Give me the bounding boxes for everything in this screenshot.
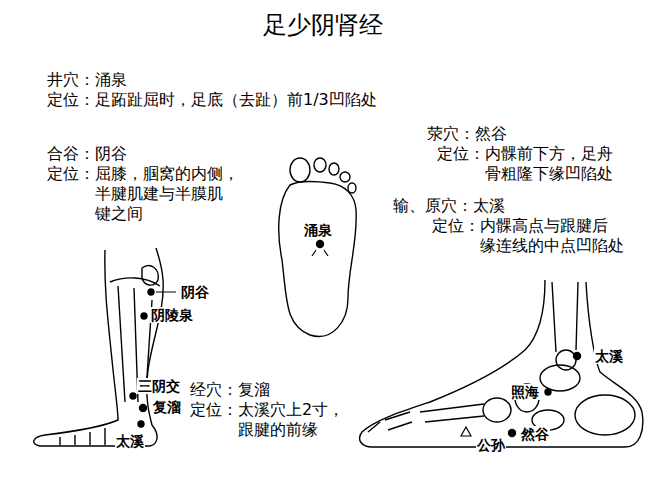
point-label: 三阴交 [137,378,181,394]
point-label: 阴谷 [180,284,210,300]
leg-figure [34,248,176,446]
point-label: 然谷 [520,426,550,442]
point-label: 太溪 [115,433,145,449]
point-label: 公孙 [476,437,506,453]
point-label: 复溜 [152,399,182,415]
point-label: 阴陵泉 [150,307,194,323]
point-heading: 井穴：涌泉 [47,70,127,90]
point-heading: 荥穴：然谷 [427,124,507,144]
sole-figure [279,158,357,336]
point-label: 照海 [510,384,540,400]
foot-figure [360,280,643,447]
point-heading: 经穴：复溜 [190,380,270,400]
location-note: 定位：内髁高点与跟腱后 缘连线的中点凹陷处 [432,216,624,256]
location-note: 定位：屈膝，腘窝的内侧， 半腱肌建与半膜肌 键之间 [47,164,239,224]
point-heading: 合谷：阴谷 [47,144,127,164]
location-note: 定位：内髁前下方，足舟 骨粗隆下缘凹陷处 [437,144,613,184]
location-note: 定位：足跖趾屈时，足底（去趾）前1/3凹陷处 [47,90,377,110]
title: 足少阴肾经 [0,10,645,40]
point-label: 太溪 [594,348,624,364]
location-note: 定位：太溪穴上2寸， 跟腱的前缘 [190,400,344,440]
point-label: 涌泉 [303,222,333,238]
point-heading: 输、原穴：太溪 [393,196,505,216]
